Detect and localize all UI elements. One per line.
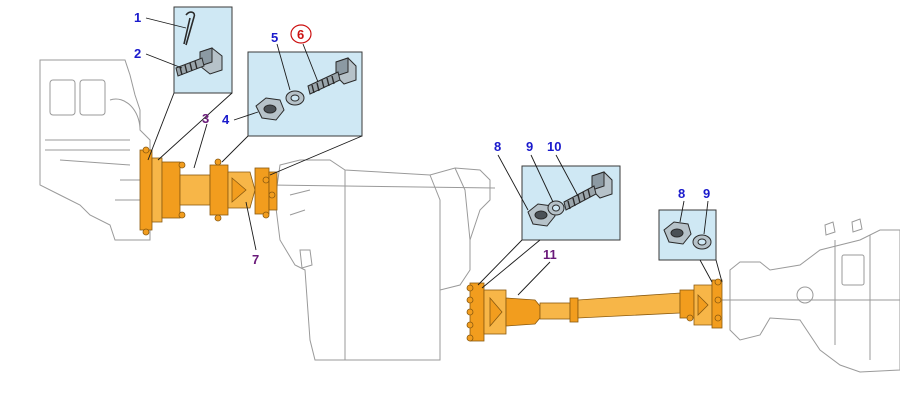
callout-leaders: [145, 17, 579, 296]
callout-10: 10: [547, 139, 561, 154]
callout-7: 7: [252, 252, 259, 267]
front-flange-bolts: [142, 146, 276, 236]
callout-2: 2: [134, 46, 141, 61]
callout-8-axle: 8: [678, 186, 685, 201]
transmission-outline: [269, 159, 496, 361]
callout-labels: 1 2 3 4 5 6 7 8 9 10 11 8 9: [134, 10, 710, 267]
callout-11: 11: [543, 247, 557, 262]
hex-nut-icon: [255, 97, 285, 121]
washer-icon: [285, 90, 305, 106]
detail-box-nut-washer-axle: [658, 209, 723, 283]
bolt-icon: [175, 47, 223, 77]
bolt-icon: [563, 171, 613, 211]
front-driveshaft: [139, 146, 278, 236]
cotter-pin-icon: [183, 11, 196, 46]
detail-box-nut-washer-bolt: [221, 51, 363, 176]
rear-driveshaft: [466, 278, 723, 342]
rear-flange-bolts: [466, 278, 722, 342]
callout-4: 4: [222, 112, 230, 127]
detail-box-cotter-bolt: [147, 6, 233, 161]
callout-9-rear: 9: [526, 139, 533, 154]
callout-6-highlight-circle: [290, 24, 312, 44]
callout-9-axle: 9: [703, 186, 710, 201]
bolt-icon: [307, 57, 357, 95]
callout-1: 1: [134, 10, 141, 25]
detail-box-nut-washer-bolt-rear: [477, 165, 621, 289]
rear-axle-outline: [720, 218, 900, 373]
callout-8-rear: 8: [494, 139, 501, 154]
callout-6: 6: [297, 27, 304, 42]
washer-icon: [547, 200, 565, 216]
callout-5: 5: [271, 30, 278, 45]
callout-3: 3: [202, 111, 209, 126]
hex-nut-icon: [663, 221, 692, 245]
washer-icon: [692, 234, 712, 250]
engine-outline: [39, 59, 151, 241]
